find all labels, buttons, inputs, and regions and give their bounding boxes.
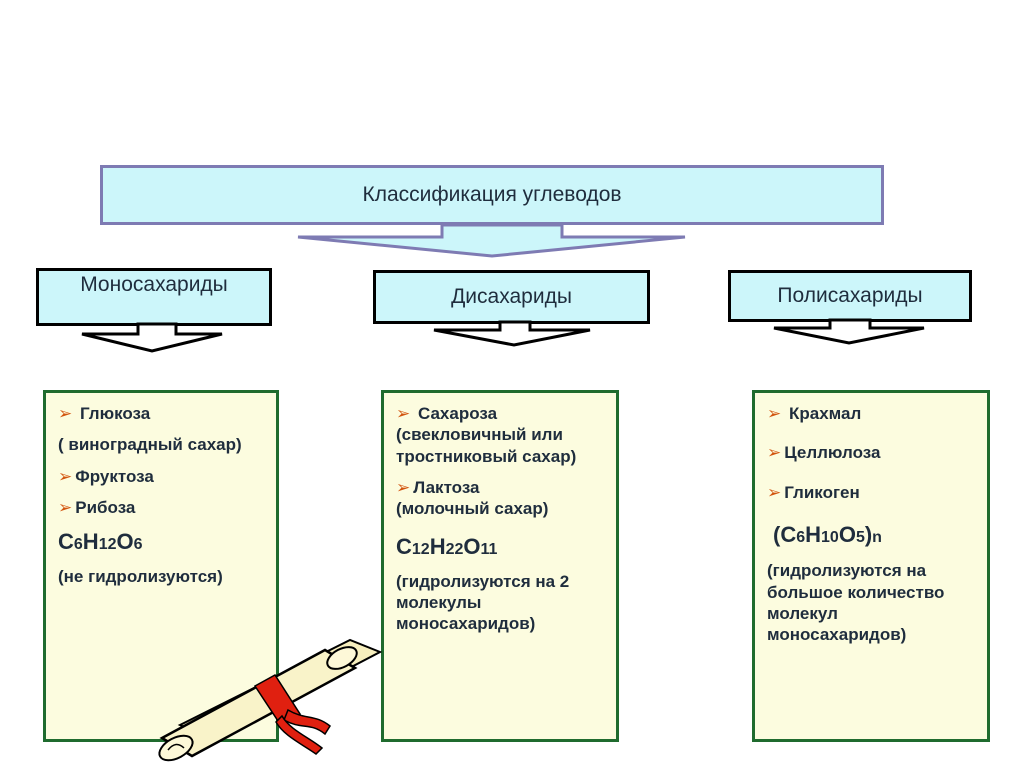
di-item-sucrose: ➢ Сахароза (396, 404, 498, 423)
disaccharides-down-arrow (433, 320, 591, 347)
di-note: (гидролизуются на 2 молекулы моносахарид… (396, 571, 570, 634)
bullet-arrow-icon: ➢ (58, 404, 73, 423)
poly-item-cellulose: ➢Целлюлоза (767, 443, 881, 463)
category-monosaccharides: Моносахариды (36, 268, 272, 326)
category-monosaccharides-label: Моносахариды (80, 273, 228, 296)
monosaccharides-down-arrow (81, 322, 223, 353)
mono-item-glucose: ➢ Глюкоза (58, 404, 151, 423)
classification-title-box: Классификация углеводов (100, 165, 884, 225)
classification-title: Классификация углеводов (362, 183, 622, 206)
di-sucrose-note: (свекловичный или тростниковый сахар) (396, 425, 577, 466)
mono-item-ribose: ➢Рибоза (58, 497, 136, 517)
di-formula: C12H22O11 (396, 534, 498, 560)
bullet-arrow-icon: ➢ (58, 497, 73, 517)
bullet-arrow-icon: ➢ (58, 466, 73, 486)
bullet-arrow-icon: ➢ (767, 404, 782, 423)
polysaccharides-down-arrow (773, 318, 925, 345)
mono-item-fructose: ➢Фруктоза (58, 466, 154, 486)
category-disaccharides-label: Дисахариды (451, 285, 572, 308)
diploma-scroll-icon (158, 638, 383, 762)
header-down-arrow (297, 223, 686, 258)
mono-formula: C6H12O6 (58, 529, 143, 554)
category-disaccharides: Дисахариды (373, 270, 650, 324)
bullet-arrow-icon: ➢ (767, 443, 782, 463)
poly-note: (гидролизуются на большое количество мол… (767, 561, 945, 644)
di-item-lactose: ➢Лактоза (396, 477, 480, 497)
poly-item-glycogen: ➢Гликоген (767, 482, 860, 502)
mono-note: (не гидролизуются) (58, 566, 223, 586)
category-polysaccharides-label: Полисахариды (777, 284, 923, 307)
disaccharides-panel: ➢ Сахароза (свекловичный или тростниковы… (381, 390, 619, 742)
di-lactose-note: (молочный сахар) (396, 499, 549, 518)
monosaccharides-panel: ➢ Глюкоза ( виноградный сахар) ➢Фруктоза… (43, 390, 279, 742)
poly-item-starch: ➢ Крахмал (767, 404, 862, 423)
poly-formula: (C6H10O5)n (773, 521, 882, 547)
bullet-arrow-icon: ➢ (396, 477, 411, 497)
category-polysaccharides: Полисахариды (728, 270, 972, 322)
polysaccharides-panel: ➢ Крахмал ➢Целлюлоза ➢Гликоген (C6H10O5)… (752, 390, 990, 742)
bullet-arrow-icon: ➢ (396, 404, 411, 423)
bullet-arrow-icon: ➢ (767, 482, 782, 502)
mono-glucose-note: ( виноградный сахар) (58, 435, 242, 455)
